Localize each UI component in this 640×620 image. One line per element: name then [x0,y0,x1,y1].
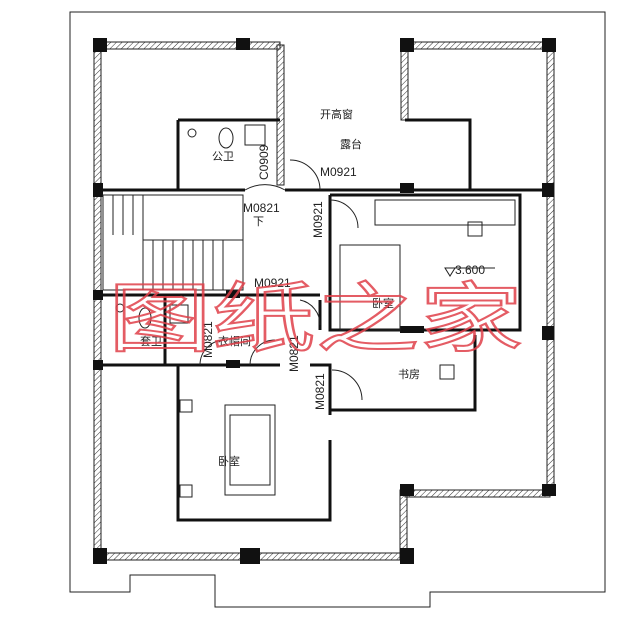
elevation-label: 3.600 [455,263,485,277]
door-code: M0921 [311,201,325,238]
door-code: M0921 [254,276,291,290]
terrace-label: 露台 [340,137,362,151]
door-code: M0821 [243,201,280,215]
study-label: 书房 [398,368,420,381]
window-code: C0909 [257,144,271,180]
double-bed-icon [224,404,276,496]
door-code: M0921 [320,165,357,179]
bedroom-label: 卧室 [218,454,240,468]
room-labels: 开高窗 露台 公卫 C0909 M0921 M0821 下 M0921 M092… [140,107,485,468]
floor-drain-icon [187,128,197,138]
door-code: M0821 [313,373,327,410]
chair-icon [467,221,483,237]
single-bed-icon [339,244,401,331]
stairs-down-label: 下 [253,215,264,228]
nightstand-icon [179,399,193,413]
watermark: 图纸之家 [108,274,523,363]
high-window-label: 开高窗 [320,107,353,121]
door-code: M0821 [287,335,301,372]
desk-icon [374,199,516,226]
interior-walls [101,118,550,522]
staircase [102,194,244,291]
fixtures [115,124,516,498]
ensuite-label: 套卫 [140,335,162,348]
sink-icon [244,124,266,146]
bedroom-label: 卧室 [372,296,394,310]
toilet-icon [218,127,234,149]
door-swings [199,159,363,401]
closet-label: 衣帽间 [218,334,251,348]
chair-icon [439,364,455,380]
door-code: M0821 [201,321,215,358]
outer-boundary [69,11,606,608]
pillars [93,38,556,564]
elevation-marker-icon [444,267,456,277]
nightstand-icon [179,484,193,498]
public-bath-label: 公卫 [212,150,234,163]
